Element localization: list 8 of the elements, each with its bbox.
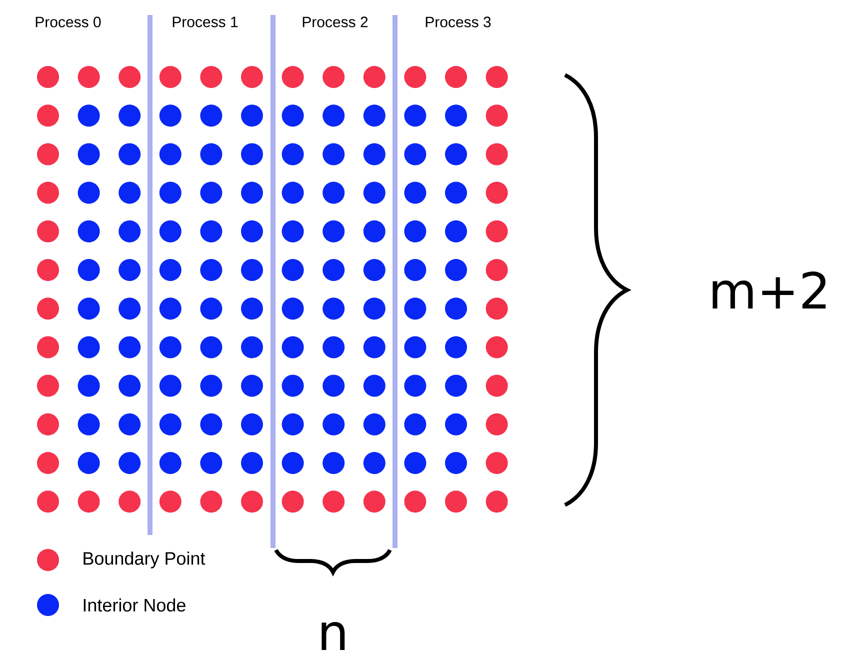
process-label: Process 0 bbox=[36, 16, 101, 28]
brace-label: n bbox=[322, 622, 345, 650]
legend-label: Boundary Point bbox=[84, 552, 206, 568]
legend-label: Interior Node bbox=[84, 598, 186, 612]
process-label: Process 3 bbox=[426, 16, 491, 28]
process-label: Process 1 bbox=[172, 16, 238, 28]
brace-label: m+2 bbox=[712, 271, 826, 309]
process-label: Process 2 bbox=[302, 16, 368, 28]
